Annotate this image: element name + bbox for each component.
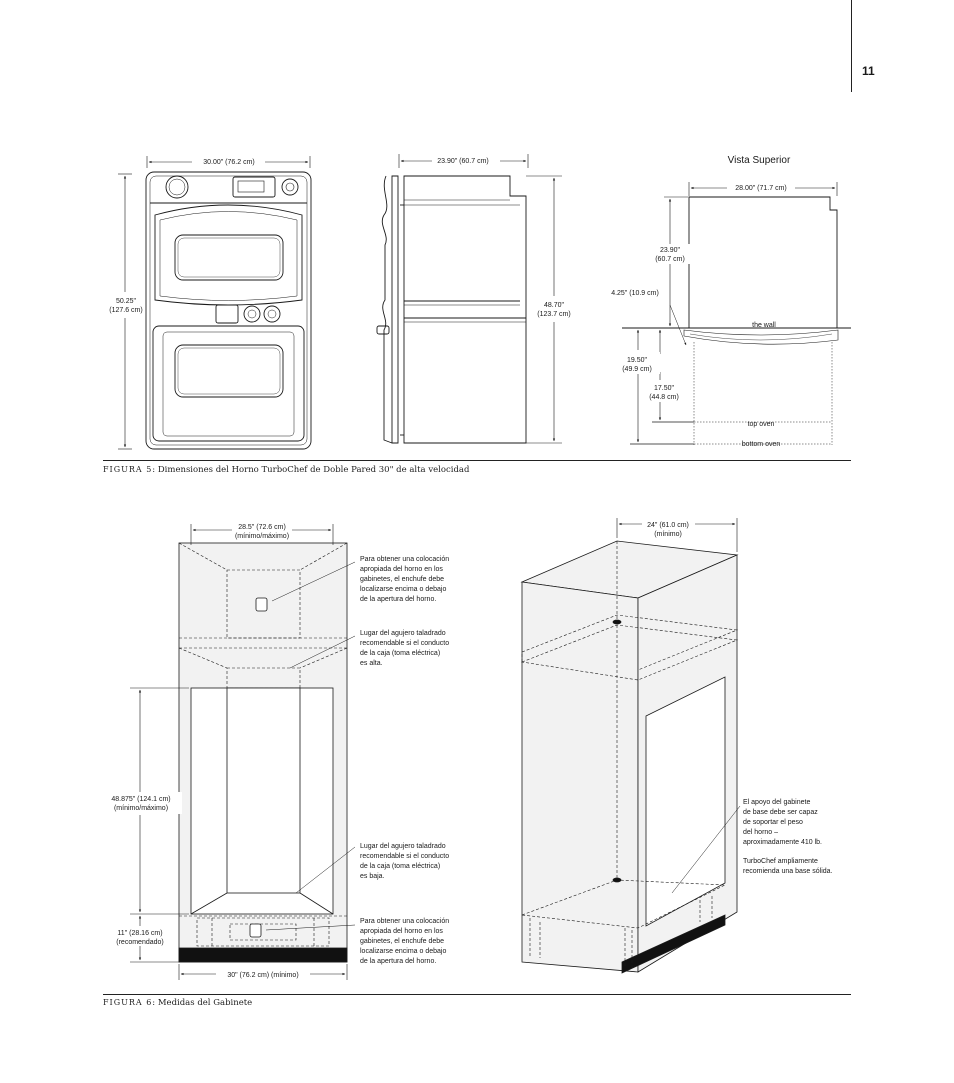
svg-text:de la apertura del horno.: de la apertura del horno. [360, 596, 436, 603]
front-width-label: 30.00" (76.2 cm) [203, 159, 255, 166]
figure6-label: FIGURA 6 [103, 998, 153, 1007]
cabinet-height-sub: (mínimo/máximo) [114, 805, 168, 812]
figure6-rule [103, 994, 851, 995]
door2-open-in-label: 17.50" [654, 385, 675, 392]
figure5-caption: FIGURA 5: Dimensiones del Horno TurboChe… [103, 465, 469, 475]
svg-text:recomendable si el conducto: recomendable si el conducto [360, 640, 449, 647]
note-outlet-bottom: Para obtener una colocación apropiada de… [360, 918, 449, 965]
door2-open-cm-label: (44.8 cm) [649, 394, 679, 401]
svg-text:gabinetes, el enchufe debe: gabinetes, el enchufe debe [360, 938, 444, 945]
cabinet-width-bottom-label: 30" (76.2 cm) (mínimo) [227, 972, 298, 979]
cabinet-width-top-label: 28.5" (72.6 cm) [238, 524, 286, 531]
note-support: El apoyo del gabinete de base debe ser c… [743, 799, 822, 846]
figure6-caption-text: : Medidas del Gabinete [152, 998, 253, 1008]
cabinet-isometric-view [520, 518, 741, 974]
front-view-oven [118, 156, 312, 450]
wall-label: the wall [752, 322, 776, 329]
svg-text:apropiada del horno en los: apropiada del horno en los [360, 566, 443, 573]
svg-text:de base debe ser capaz: de base debe ser capaz [743, 809, 818, 816]
cabinet-height-label: 48.875" (124.1 cm) [111, 796, 170, 803]
svg-text:El apoyo del gabinete: El apoyo del gabinete [743, 799, 810, 806]
bottom-oven-label: bottom oven [742, 441, 781, 448]
svg-text:de soportar el peso: de soportar el peso [743, 819, 803, 826]
top-width-label: 28.00" (71.7 cm) [735, 185, 787, 192]
side-view-oven [376, 154, 562, 444]
cabinet-depth-sub: (mínimo) [654, 531, 682, 538]
top-view-oven [622, 182, 851, 445]
cabinet-width-top-sub: (mínimo/máximo) [235, 533, 289, 540]
svg-text:es alta.: es alta. [360, 660, 383, 667]
svg-text:aproximadamente 410 lb.: aproximadamente 410 lb. [743, 839, 822, 846]
cabinet-base-label: 11" (28.16 cm) [117, 930, 162, 937]
front-height-cm-label: (127.6 cm) [109, 307, 142, 314]
svg-text:Para obtener una colocación: Para obtener una colocación [360, 556, 449, 563]
svg-text:es baja.: es baja. [360, 873, 385, 880]
note-hole-bottom: Lugar del agujero taladrado recomendable… [360, 843, 449, 880]
page-margin-rule [851, 0, 852, 92]
svg-text:TurboChef ampliamente: TurboChef ampliamente [743, 858, 818, 865]
side-height-cm-label: (123.7 cm) [537, 311, 570, 318]
note-outlet-top: Para obtener una colocación apropiada de… [360, 556, 449, 603]
figure5-rule [103, 460, 851, 461]
page-number: 11 [862, 64, 875, 78]
door-open-in-label: 19.50" [627, 357, 648, 364]
figure5-caption-text: : Dimensiones del Horno TurboChef de Dob… [152, 465, 470, 475]
svg-text:apropiada del horno en los: apropiada del horno en los [360, 928, 443, 935]
svg-text:localizarse encima o debajo: localizarse encima o debajo [360, 586, 446, 593]
top-oven-label: top oven [748, 421, 775, 428]
cabinet-front-view [130, 524, 356, 980]
note-recommend: TurboChef ampliamente recomienda una bas… [743, 858, 833, 875]
top-depth-in-label: 23.90" [660, 247, 681, 254]
svg-text:Para obtener una colocación: Para obtener una colocación [360, 918, 449, 925]
top-depth-cm-label: (60.7 cm) [655, 256, 685, 263]
svg-text:Lugar del agujero taladrado: Lugar del agujero taladrado [360, 630, 446, 637]
svg-text:recomendable si el conducto: recomendable si el conducto [360, 853, 449, 860]
svg-text:localizarse encima o debajo: localizarse encima o debajo [360, 948, 446, 955]
cabinet-depth-label: 24" (61.0 cm) [647, 522, 689, 529]
top-view-title: Vista Superior [728, 155, 791, 166]
figure6-caption: FIGURA 6: Medidas del Gabinete [103, 998, 252, 1008]
door-open-cm-label: (49.9 cm) [622, 366, 652, 373]
top-offset-label: 4.25" (10.9 cm) [611, 290, 659, 297]
side-depth-label: 23.90" (60.7 cm) [437, 158, 489, 165]
side-height-in-label: 48.70" [544, 302, 565, 309]
cabinet-base-sub: (recomendado) [116, 939, 163, 946]
svg-text:de la apertura del horno.: de la apertura del horno. [360, 958, 436, 965]
front-height-in-label: 50.25" [116, 298, 137, 305]
note-hole-top: Lugar del agujero taladrado recomendable… [360, 630, 449, 667]
svg-text:recomienda una base sólida.: recomienda una base sólida. [743, 868, 833, 875]
figure5-label: FIGURA 5 [103, 465, 153, 474]
svg-text:Lugar del agujero taladrado: Lugar del agujero taladrado [360, 843, 446, 850]
svg-text:del horno –: del horno – [743, 829, 778, 836]
svg-text:de la caja (toma eléctrica): de la caja (toma eléctrica) [360, 650, 440, 657]
svg-text:de la caja (toma eléctrica): de la caja (toma eléctrica) [360, 863, 440, 870]
svg-text:gabinetes, el enchufe debe: gabinetes, el enchufe debe [360, 576, 444, 583]
